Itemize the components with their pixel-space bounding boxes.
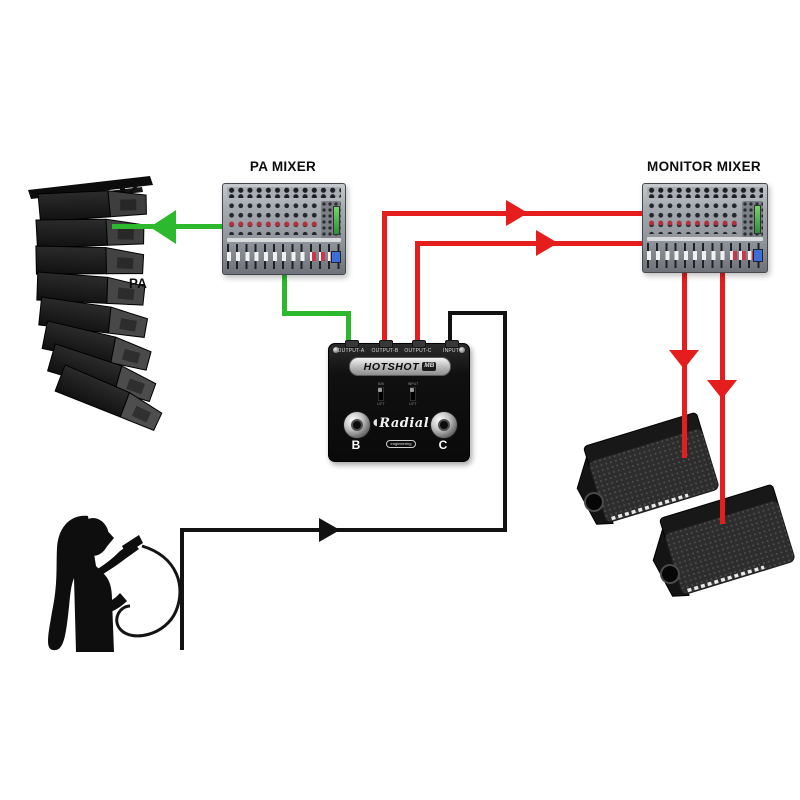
jack-nub-icon bbox=[379, 340, 393, 348]
toggle-top-label: B/B bbox=[378, 382, 384, 386]
toggle-top-label: INPUT bbox=[407, 382, 419, 386]
mixer-aux-fader-caps bbox=[733, 250, 754, 260]
red-arrow-icon bbox=[669, 350, 699, 369]
jack-label-output-b: OUTPUT-B bbox=[371, 348, 399, 354]
mixer-red-knob-row bbox=[226, 220, 320, 229]
toggle-switch: INPUT LIFT bbox=[405, 382, 421, 408]
monitor-wedge-image bbox=[652, 484, 795, 597]
mixer-aux-fader-caps bbox=[311, 252, 332, 262]
monitor-send-line-2 bbox=[415, 241, 420, 344]
footswitch-c bbox=[430, 411, 458, 439]
mixer-meter bbox=[332, 205, 340, 235]
pa-mixer-image bbox=[222, 183, 346, 275]
footswitch-b bbox=[343, 411, 371, 439]
mixer-knob-field bbox=[226, 201, 320, 236]
jack-nub-icon bbox=[412, 340, 426, 348]
pa-mixer-out-line bbox=[282, 311, 351, 316]
footswitch-b-label: B bbox=[351, 438, 361, 452]
screw-icon bbox=[459, 347, 465, 353]
mixer-fader-caps bbox=[646, 250, 764, 260]
mixer-master-fader bbox=[752, 249, 763, 262]
black-arrow-icon bbox=[319, 518, 340, 542]
hotshot-model-badge: MB bbox=[422, 362, 437, 371]
pa-mixer-out-line bbox=[346, 311, 351, 344]
radial-brand-text: Radial bbox=[373, 416, 429, 431]
jack-label-output-c: OUTPUT-C bbox=[404, 348, 432, 354]
monitor-send-line-2 bbox=[415, 241, 644, 246]
mixer-red-knob-row bbox=[646, 219, 741, 228]
red-arrow-icon bbox=[536, 230, 558, 256]
mixer-scribble-strip bbox=[226, 238, 342, 243]
mic-line bbox=[448, 311, 452, 342]
hotshot-mb-switcher: OUTPUT-A OUTPUT-B OUTPUT-C INPUT HOTSHOT… bbox=[328, 340, 470, 462]
hotshot-nameplate: HOTSHOT MB bbox=[349, 357, 451, 376]
radial-logo: Radial engineering bbox=[373, 414, 429, 450]
mixer-scribble-strip bbox=[646, 236, 764, 241]
red-arrow-icon bbox=[707, 380, 737, 399]
jack-nub-icon bbox=[345, 340, 359, 348]
mic-line bbox=[180, 528, 507, 532]
toggle-bottom-label: LIFT bbox=[409, 402, 417, 406]
pa-mixer-title: PA MIXER bbox=[249, 159, 317, 174]
toggle-bottom-label: LIFT bbox=[377, 402, 385, 406]
radial-brand-subtext: engineering bbox=[385, 440, 417, 448]
monitor-send-line-1 bbox=[382, 211, 387, 344]
monitor-mixer-title: MONITOR MIXER bbox=[647, 159, 761, 174]
mic-line bbox=[180, 530, 184, 650]
jack-label-output-a: OUTPUT-A bbox=[337, 348, 365, 354]
mixer-meter bbox=[754, 205, 762, 234]
singer-silhouette-image bbox=[48, 515, 182, 652]
footswitch-c-label: C bbox=[438, 438, 448, 452]
mixer-jack-row bbox=[646, 186, 764, 199]
red-arrow-icon bbox=[506, 200, 528, 226]
monitor-mixer-image bbox=[642, 183, 768, 273]
mixer-fader-caps bbox=[226, 252, 342, 262]
pa-title: PA bbox=[128, 276, 148, 291]
mixer-jack-row bbox=[226, 186, 342, 199]
toggle-slot-icon bbox=[378, 387, 384, 401]
hotshot-model-name: HOTSHOT bbox=[363, 360, 420, 373]
mixer-master-fader bbox=[330, 250, 341, 264]
mixer-knob-field bbox=[646, 200, 741, 235]
mic-line bbox=[448, 311, 507, 315]
toggle-switch: B/B LIFT bbox=[373, 382, 389, 408]
jack-nub-icon bbox=[445, 340, 459, 348]
screw-icon bbox=[333, 347, 339, 353]
mic-line bbox=[503, 311, 507, 532]
toggle-slot-icon bbox=[410, 387, 416, 401]
pa-line-array-image bbox=[28, 176, 163, 432]
green-arrow-icon bbox=[150, 210, 176, 244]
jack-label-input: INPUT bbox=[443, 348, 459, 354]
pa-mixer-out-line bbox=[282, 270, 287, 316]
